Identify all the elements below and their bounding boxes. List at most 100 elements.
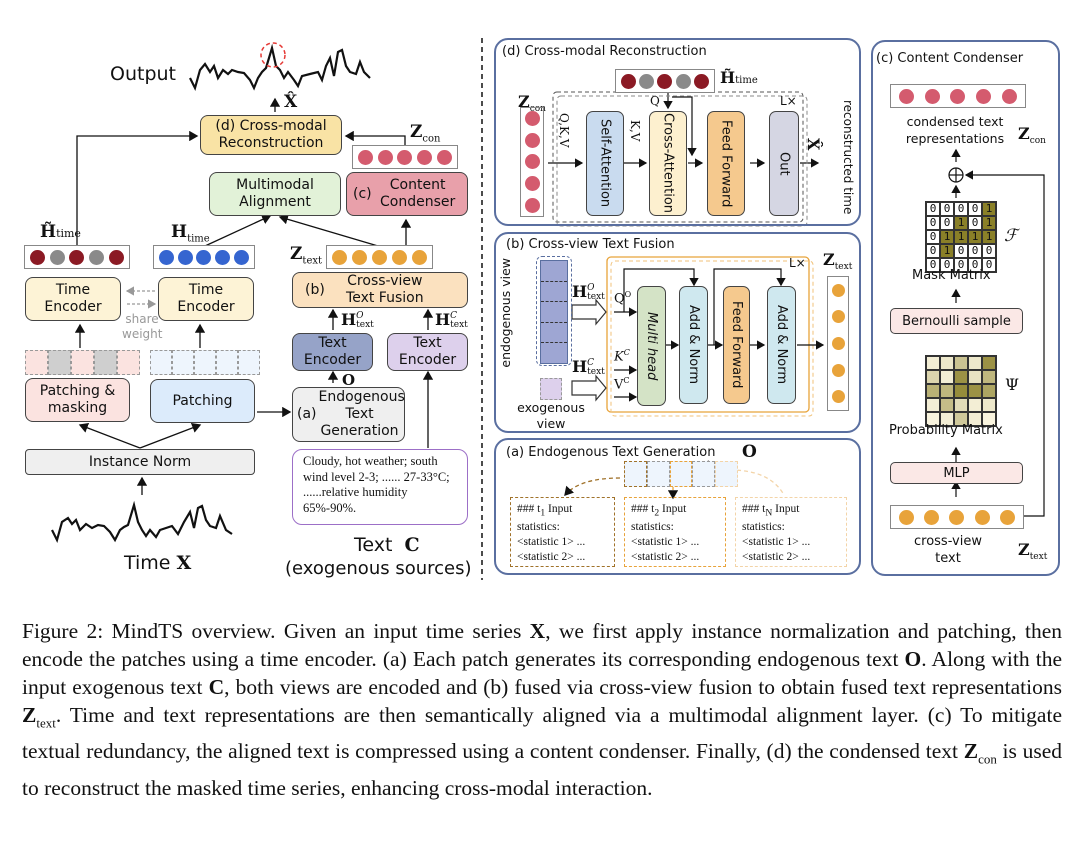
mask-cell: 1 xyxy=(940,230,954,244)
multimodal-alignment-box: Multimodal Alignment xyxy=(209,172,341,216)
xhat-label: X̂ xyxy=(284,92,298,112)
output-label: Output xyxy=(110,63,176,85)
exogenous-sources-label: (exogenous sources) xyxy=(285,558,472,579)
mask-cell: 0 xyxy=(968,216,982,230)
mlp-box: MLP xyxy=(890,462,1023,484)
patching-box: Patching xyxy=(150,379,255,423)
q-label: Q xyxy=(650,94,660,108)
output-signal xyxy=(189,43,371,92)
mask-cell: 0 xyxy=(926,216,940,230)
exogenous-view-square xyxy=(540,378,562,400)
endogenous-view-stack xyxy=(536,256,572,366)
mask-cell: 1 xyxy=(940,244,954,258)
reconstructed-time-label: reconstructed time xyxy=(841,100,855,215)
o-label: O xyxy=(342,371,356,389)
panel-cross-view-text-fusion xyxy=(494,232,861,433)
htilde-vector-d xyxy=(615,69,715,93)
cross-view-text-fusion-box: (b)Cross-view Text Fusion xyxy=(292,272,468,308)
lx-label-b: L× xyxy=(789,256,806,270)
mask-cell: 1 xyxy=(982,230,996,244)
zcon-vector-c xyxy=(890,84,1026,108)
zcon-vector-d xyxy=(520,107,544,217)
panel-b-title: (b) Cross-view Text Fusion xyxy=(506,237,675,252)
mask-cell: 1 xyxy=(968,230,982,244)
prob-cell xyxy=(968,384,982,398)
add-norm-block-2: Add & Norm xyxy=(767,286,796,404)
mask-cell: 0 xyxy=(926,230,940,244)
cross-attention-block: Cross-Attention xyxy=(649,111,687,216)
psi-symbol: Ψ xyxy=(1005,375,1020,394)
bernoulli-sample-box: Bernoulli sample xyxy=(890,308,1023,334)
prob-cell xyxy=(954,356,968,370)
mask-cell: 0 xyxy=(954,202,968,216)
zcon-label-c: Zcon xyxy=(1018,124,1046,147)
mask-cell: 1 xyxy=(982,216,996,230)
prob-cell xyxy=(982,356,996,370)
content-condenser-box: (c)Content Condenser xyxy=(346,172,468,216)
masked-patches xyxy=(25,350,140,375)
anomaly-highlight xyxy=(260,42,286,68)
prob-cell xyxy=(926,384,940,398)
qo-label: QO xyxy=(614,290,632,307)
lx-label-d: L× xyxy=(780,94,797,108)
self-attention-block: Self-Attention xyxy=(586,111,624,216)
mask-cell: 0 xyxy=(926,258,940,272)
mask-cell: 1 xyxy=(954,216,968,230)
kv-label: K,V xyxy=(628,120,642,142)
patching-masking-box: Patching & masking xyxy=(25,378,130,422)
time-encoder-masked: Time Encoder xyxy=(25,277,121,321)
mask-cell: 0 xyxy=(968,202,982,216)
stat-card-2: ### t2 Input statistics:<statistic 1> ..… xyxy=(624,497,726,567)
exogenous-view-label: exogenous view xyxy=(517,400,585,431)
prob-cell xyxy=(982,370,996,384)
mask-cell: 0 xyxy=(968,244,982,258)
htime-label: Htime xyxy=(171,222,210,245)
ztext-label-c: Ztext xyxy=(1018,540,1048,563)
panel-d-title: (d) Cross-modal Reconstruction xyxy=(502,44,707,59)
text-encoder-endogenous: Text Encoder xyxy=(292,333,373,371)
mask-cell: 0 xyxy=(954,244,968,258)
qkv-label: Q,K,V xyxy=(557,113,571,148)
add-norm-block-1: Add & Norm xyxy=(679,286,708,404)
zcon-label-d: Zcon xyxy=(518,92,546,115)
mask-cell: 0 xyxy=(940,202,954,216)
vc-label: VC xyxy=(614,376,630,393)
exogenous-text-box: Cloudy, hot weather; south wind level 2-… xyxy=(292,449,468,525)
prob-cell xyxy=(926,370,940,384)
time-x-label: Time X xyxy=(124,552,192,574)
htilde-label-d: H̃time xyxy=(720,68,758,87)
instance-norm-box: Instance Norm xyxy=(25,449,255,475)
ztext-vector xyxy=(326,245,433,269)
htilde-vector xyxy=(24,245,130,269)
mask-cell: 0 xyxy=(940,258,954,272)
kc-label: KC xyxy=(614,348,630,365)
ztext-label-b: Ztext xyxy=(823,250,853,273)
prob-cell xyxy=(982,398,996,412)
panel-cross-modal-reconstruction xyxy=(494,38,861,226)
figure-caption: Figure 2: MindTS overview. Given an inpu… xyxy=(22,619,1063,800)
mask-cell: 1 xyxy=(954,230,968,244)
prob-cell xyxy=(982,412,996,426)
out-block: Out xyxy=(769,111,799,216)
prob-cell xyxy=(968,412,982,426)
prob-cell xyxy=(968,370,982,384)
htilde-label: H̃time xyxy=(40,222,81,242)
prob-cell xyxy=(926,356,940,370)
prob-cell xyxy=(982,384,996,398)
zcon-label: Zcon xyxy=(410,122,441,145)
cross-view-text-vector xyxy=(890,505,1024,529)
condensed-label: condensed text representations xyxy=(905,114,1005,146)
feed-forward-block-b: Feed Forward xyxy=(723,286,750,404)
panel-c-title: (c) Content Condenser xyxy=(876,51,1024,66)
probability-matrix-label: Probability Matrix xyxy=(889,423,1003,438)
text-encoder-exogenous: Text Encoder xyxy=(387,333,468,371)
prob-cell xyxy=(968,398,982,412)
series-patches xyxy=(624,461,738,487)
prob-cell xyxy=(954,398,968,412)
prob-cell xyxy=(940,370,954,384)
o-label-a: O xyxy=(742,442,757,462)
